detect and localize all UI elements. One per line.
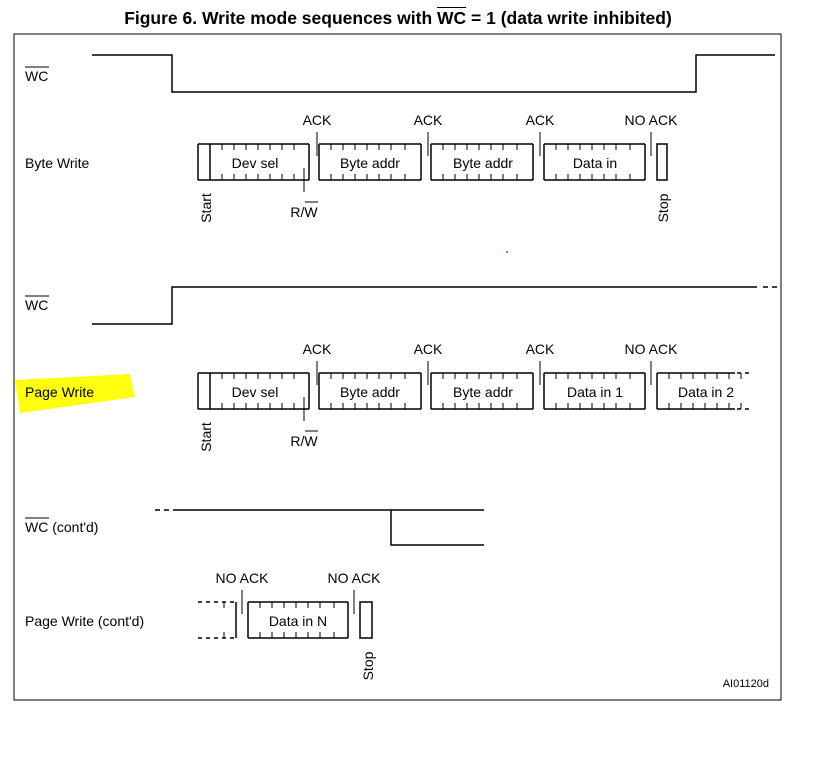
figure-frame: [13, 33, 782, 701]
ack-label-6: ACK: [526, 341, 555, 357]
wc-signal-2: [92, 286, 757, 325]
wc-signal-3: [173, 509, 484, 546]
ack-label-2: ACK: [414, 112, 443, 128]
data-in-n-field: Data in N: [269, 613, 327, 629]
wc-contd-label: WC (cont'd): [25, 519, 98, 535]
figure-code: AI01120d: [723, 678, 769, 690]
wc-label-1: WC: [25, 68, 48, 84]
ack-label-3: ACK: [526, 112, 555, 128]
data-in-field: Data in: [573, 155, 617, 171]
page-write-label: Page Write: [25, 384, 94, 400]
dev-sel-field-1: Dev sel: [232, 155, 279, 171]
no-ack-label-4: NO ACK: [328, 570, 382, 586]
stop-label-2: Stop: [360, 651, 376, 680]
no-ack-label-1: NO ACK: [625, 112, 679, 128]
page-write-sequence: [197, 361, 750, 421]
no-ack-label-2: NO ACK: [625, 341, 679, 357]
byte-addr-field-4: Byte addr: [453, 384, 513, 400]
ack-label-5: ACK: [414, 341, 443, 357]
rw-label-2: R/W: [290, 433, 318, 449]
byte-addr-field-3: Byte addr: [340, 384, 400, 400]
wc-label-2: WC: [25, 297, 48, 313]
no-ack-label-3: NO ACK: [216, 570, 270, 586]
page-write-contd-sequence: [198, 590, 373, 639]
byte-addr-field-1: Byte addr: [340, 155, 400, 171]
stop-label-1: Stop: [655, 193, 671, 222]
ack-label-1: ACK: [303, 112, 332, 128]
data-in-2-field: Data in 2: [678, 384, 734, 400]
byte-addr-field-2: Byte addr: [453, 155, 513, 171]
byte-write-sequence: [197, 132, 668, 192]
data-in-1-field: Data in 1: [567, 384, 623, 400]
figure-title-wc: WC: [437, 8, 467, 28]
dev-sel-field-2: Dev sel: [232, 384, 279, 400]
figure-title: Figure 6. Write mode sequences with WC =…: [0, 8, 796, 29]
wc-signal-1: [92, 54, 775, 93]
rw-label-1: R/W: [290, 204, 318, 220]
byte-write-label: Byte Write: [25, 155, 90, 171]
ack-label-4: ACK: [303, 341, 332, 357]
stray-red-dot: [506, 251, 508, 253]
figure-title-prefix: Figure 6. Write mode sequences with: [124, 8, 437, 28]
start-label-1: Start: [198, 193, 214, 223]
page-write-contd-label: Page Write (cont'd): [25, 613, 144, 629]
start-label-2: Start: [198, 422, 214, 452]
page-write-highlight: [15, 374, 135, 413]
figure-title-suffix: = 1 (data write inhibited): [466, 8, 672, 28]
